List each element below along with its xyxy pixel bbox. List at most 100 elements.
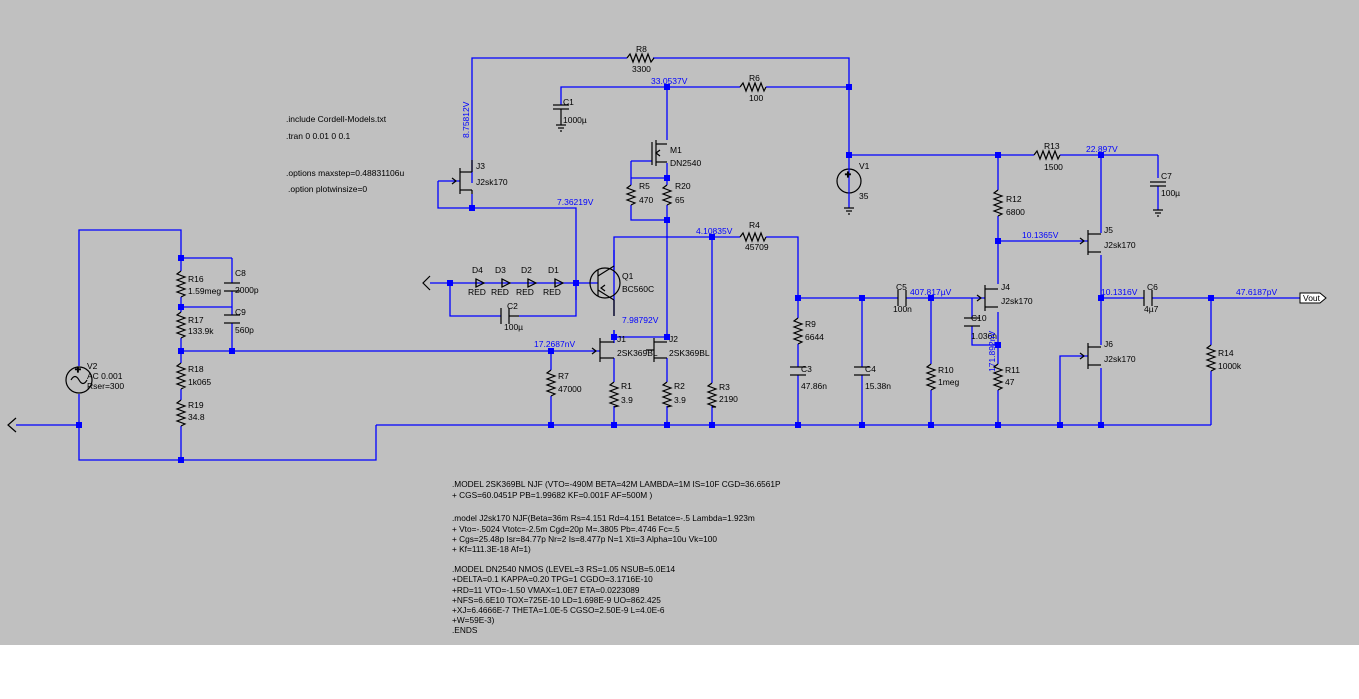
svg-text:.include Cordell-Models.txt: .include Cordell-Models.txt xyxy=(286,114,387,124)
svg-text:C5: C5 xyxy=(896,282,907,292)
jfet-j3-symbol[interactable] xyxy=(451,160,473,194)
svg-text:R17: R17 xyxy=(188,315,204,325)
svg-text:2190: 2190 xyxy=(719,394,738,404)
svg-text:J1: J1 xyxy=(617,334,626,344)
svg-text:1meg: 1meg xyxy=(938,377,960,387)
svg-text:DN2540: DN2540 xyxy=(670,158,701,168)
jfet-j2-symbol[interactable] xyxy=(646,338,667,362)
resistor-r8-symbol[interactable] xyxy=(626,52,655,64)
resistor-r4-symbol[interactable] xyxy=(739,231,767,243)
spice-directives[interactable]: .include Cordell-Models.txt .tran 0 0.01… xyxy=(286,114,404,194)
capacitor-c8-symbol[interactable] xyxy=(224,282,240,292)
resistor-r20-symbol[interactable] xyxy=(661,184,673,206)
svg-text:+DELTA=0.1 KAPPA=0.20 TPG=1 CG: +DELTA=0.1 KAPPA=0.20 TPG=1 CGDO=3.1716E… xyxy=(452,574,653,584)
svg-text:100µ: 100µ xyxy=(504,322,523,332)
svg-text:R20: R20 xyxy=(675,181,691,191)
capacitor-c2-symbol[interactable] xyxy=(500,308,519,324)
svg-text:R2: R2 xyxy=(674,381,685,391)
voltage-source-v2-symbol[interactable]: + xyxy=(65,364,93,394)
svg-text:RED: RED xyxy=(468,287,486,297)
svg-text:Rser=300: Rser=300 xyxy=(87,381,124,391)
svg-text:J2sk170: J2sk170 xyxy=(476,177,508,187)
resistor-r9-symbol[interactable] xyxy=(792,317,804,345)
capacitor-c7-symbol[interactable] xyxy=(1150,181,1166,187)
resistor-r1-symbol[interactable] xyxy=(608,381,621,408)
led-d3-symbol[interactable] xyxy=(501,278,512,288)
resistor-r7-symbol[interactable] xyxy=(545,369,557,397)
svg-text:.model J2sk170 NJF(Beta=36m Rs: .model J2sk170 NJF(Beta=36m Rs=4.151 Rd=… xyxy=(452,513,755,523)
svg-text:J2: J2 xyxy=(669,334,678,344)
resistor-r5-symbol[interactable] xyxy=(625,184,637,206)
resistor-r13-symbol[interactable] xyxy=(1033,149,1061,161)
schematic-diagram[interactable]: + + R8 3300 R6 100 C1 1000µ M1 DN2540 R5… xyxy=(0,0,1359,645)
svg-text:M1: M1 xyxy=(670,145,682,155)
svg-text:1.59meg: 1.59meg xyxy=(188,286,221,296)
svg-text:100: 100 xyxy=(749,93,763,103)
capacitor-c5-symbol[interactable] xyxy=(897,290,907,306)
ground-v1-symbol xyxy=(844,207,854,215)
svg-text:+ Kf=111.3E-18 Af=1): + Kf=111.3E-18 Af=1) xyxy=(452,544,531,554)
model-definitions[interactable]: .MODEL 2SK369BL NJF (VTO=-490M BETA=42M … xyxy=(452,479,781,635)
resistor-r16-symbol[interactable] xyxy=(175,270,187,298)
capacitor-c6-symbol[interactable] xyxy=(1143,290,1153,306)
svg-text:R6: R6 xyxy=(749,73,760,83)
resistor-r17-symbol[interactable] xyxy=(175,311,187,339)
capacitor-c3-symbol[interactable] xyxy=(790,366,806,376)
led-d1-symbol[interactable] xyxy=(554,278,565,288)
net-voltage-labels: 8.75812V 33.0537V 7.36219V 4.10835V 22.8… xyxy=(461,76,1277,372)
svg-text:+W=59E-3): +W=59E-3) xyxy=(452,615,495,625)
svg-text:47: 47 xyxy=(1005,377,1015,387)
jfet-j5-symbol[interactable] xyxy=(1079,230,1101,255)
output-port-vout[interactable] xyxy=(1299,292,1327,304)
led-d4-symbol[interactable] xyxy=(475,278,486,288)
jfet-j6-symbol[interactable] xyxy=(1079,343,1101,369)
svg-text:2SK369BL: 2SK369BL xyxy=(617,348,658,358)
capacitor-c9-symbol[interactable] xyxy=(224,314,240,324)
svg-text:BC560C: BC560C xyxy=(622,284,654,294)
resistor-r12-symbol[interactable] xyxy=(992,189,1004,217)
resistor-r6-symbol[interactable] xyxy=(739,81,767,93)
capacitor-c10-symbol[interactable] xyxy=(964,317,980,327)
svg-text:1000k: 1000k xyxy=(1218,361,1242,371)
resistor-r10-symbol[interactable] xyxy=(925,363,937,391)
resistor-r11-symbol[interactable] xyxy=(992,363,1004,391)
svg-text:R19: R19 xyxy=(188,400,204,410)
svg-text:45709: 45709 xyxy=(745,242,769,252)
svg-text:V2: V2 xyxy=(87,361,98,371)
svg-text:RED: RED xyxy=(543,287,561,297)
svg-text:V1: V1 xyxy=(859,161,870,171)
svg-text:10.1365V: 10.1365V xyxy=(1022,230,1059,240)
resistor-r2-symbol[interactable] xyxy=(661,381,674,408)
svg-text:171.892nV: 171.892nV xyxy=(987,331,997,372)
svg-text:AC 0.001: AC 0.001 xyxy=(87,371,123,381)
svg-text:.ENDS: .ENDS xyxy=(452,625,478,635)
voltage-source-v1-symbol[interactable]: + xyxy=(836,168,862,194)
jfet-j4-symbol[interactable] xyxy=(976,285,998,311)
svg-text:J3: J3 xyxy=(476,161,485,171)
led-d2-symbol[interactable] xyxy=(527,278,538,288)
capacitor-c4-symbol[interactable] xyxy=(854,366,870,376)
svg-text:R12: R12 xyxy=(1006,194,1022,204)
svg-text:+ CGS=60.0451P PB=1.99682 KF=0: + CGS=60.0451P PB=1.99682 KF=0.001F AF=5… xyxy=(452,490,652,500)
svg-text:1500: 1500 xyxy=(1044,162,1063,172)
schematic-canvas[interactable]: + + R8 3300 R6 100 C1 1000µ M1 DN2540 R5… xyxy=(0,0,1359,645)
svg-text:33.0537V: 33.0537V xyxy=(651,76,688,86)
capacitor-c1-symbol[interactable] xyxy=(553,104,569,125)
jfet-j1-symbol[interactable] xyxy=(591,338,614,362)
svg-text:+XJ=6.4666E-7 THETA=1.0E-5 CGS: +XJ=6.4666E-7 THETA=1.0E-5 CGSO=2.50E-9 … xyxy=(452,605,665,615)
svg-text:.option plotwinsize=0: .option plotwinsize=0 xyxy=(288,184,367,194)
svg-text:RED: RED xyxy=(491,287,509,297)
svg-text:C3: C3 xyxy=(801,364,812,374)
output-port-label: Vout xyxy=(1303,293,1321,303)
resistor-r3-symbol[interactable] xyxy=(706,382,718,408)
ground-c1-symbol xyxy=(556,124,566,132)
bjt-q1-symbol[interactable] xyxy=(589,265,621,316)
svg-text:+: + xyxy=(75,365,81,376)
mosfet-m1-symbol[interactable] xyxy=(651,140,667,166)
resistor-r14-symbol[interactable] xyxy=(1205,344,1217,372)
resistor-r18-symbol[interactable] xyxy=(175,362,187,390)
svg-text:100n: 100n xyxy=(893,304,912,314)
resistor-r19-symbol[interactable] xyxy=(175,399,187,427)
svg-text:RED: RED xyxy=(516,287,534,297)
svg-text:47.86n: 47.86n xyxy=(801,381,827,391)
